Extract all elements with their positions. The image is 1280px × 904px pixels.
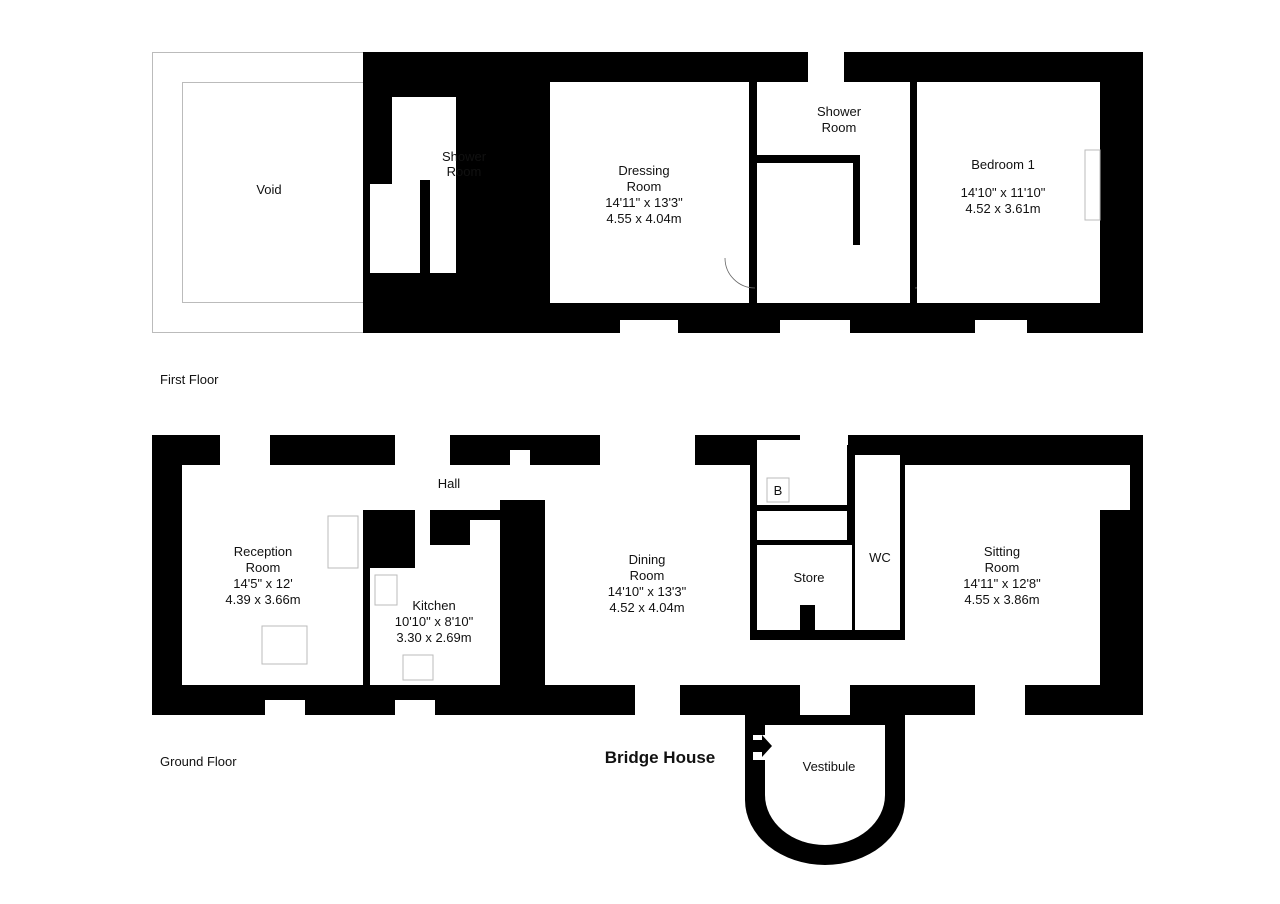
room-label-sitting-room: Sitting [984, 544, 1020, 559]
shower-stair-area [757, 82, 910, 303]
doorway [800, 435, 848, 445]
rug [261, 625, 308, 665]
vestibule-door [800, 685, 850, 715]
reception-room [182, 465, 363, 685]
room-label-dressing-room: Room [627, 179, 662, 194]
dressing-room [550, 82, 749, 303]
room-dimensions-metric: 4.55 x 4.04m [606, 211, 681, 226]
kitchen [370, 510, 500, 685]
property-title: Bridge House [605, 748, 716, 767]
pillar [800, 605, 815, 630]
window [510, 450, 530, 465]
shower-room-left [370, 97, 456, 273]
room-dimensions-metric: 4.52 x 4.04m [609, 600, 684, 615]
floor-label-ground-floor: Ground Floor [160, 754, 237, 769]
window [395, 700, 435, 715]
ground-floor-plan: Reception Room 14'5" x 12' 4.39 x 3.66m … [152, 435, 1143, 865]
window [265, 700, 305, 715]
boiler [766, 477, 790, 503]
front-door [635, 685, 680, 715]
room-label-shower-room: Room [447, 164, 482, 179]
room-label-bedroom-1: Bedroom 1 [971, 157, 1035, 172]
window [975, 320, 1027, 333]
chimney-breast [1100, 510, 1128, 650]
room-label-void: Void [256, 182, 281, 197]
first-floor-plan: Void Shower Room Dressing Room 14'11" x … [152, 52, 1143, 333]
room-label-dressing-room: Dressing [618, 163, 669, 178]
room-dimensions-metric: 4.52 x 3.61m [965, 201, 1040, 216]
inner-hall [715, 640, 930, 685]
hall-door [395, 435, 450, 465]
fireplace [1084, 149, 1101, 221]
hob [374, 574, 398, 606]
room-dimensions-imperial: 14'11" x 12'8" [963, 576, 1041, 591]
vestibule [765, 725, 885, 845]
room-dimensions-imperial: 14'10" x 11'10" [961, 185, 1046, 200]
room-label-shower-room: Shower [442, 149, 487, 164]
wc [855, 455, 900, 630]
partition-wall [755, 155, 855, 163]
chimney-breast [500, 500, 545, 640]
window [620, 320, 678, 333]
bedroom-1 [917, 82, 1100, 303]
boiler-cupboard [757, 440, 847, 540]
window [808, 52, 844, 82]
sink [402, 654, 434, 681]
room-label-reception-room: Room [246, 560, 281, 575]
room-dimensions-metric: 4.39 x 3.66m [225, 592, 300, 607]
sitting-room [905, 465, 1100, 685]
window [600, 435, 695, 465]
room-label-store: Store [793, 570, 824, 585]
room-label-kitchen: Kitchen [412, 598, 455, 613]
room-dimensions-imperial: 14'11" x 13'3" [605, 195, 683, 210]
partition-wall [853, 155, 860, 245]
entrance-arrow-icon [750, 735, 772, 757]
door [975, 685, 1025, 715]
partition-wall [420, 180, 430, 273]
room-label-reception-room: Reception [234, 544, 293, 559]
room-dimensions-metric: 3.30 x 2.69m [396, 630, 471, 645]
room-label-dining-room: Dining [629, 552, 666, 567]
room-label-boiler: B [774, 483, 783, 498]
stairs [327, 515, 359, 569]
room-label-vestibule: Vestibule [803, 759, 856, 774]
room-dimensions-imperial: 14'10" x 13'3" [608, 584, 687, 599]
partition-wall [757, 505, 847, 511]
window [780, 320, 850, 333]
floor-label-first-floor: First Floor [160, 372, 219, 387]
room-dimensions-imperial: 14'5" x 12' [233, 576, 292, 591]
room-dimensions-imperial: 10'10" x 8'10" [395, 614, 474, 629]
room-label-shower-room: Room [822, 120, 857, 135]
room-label-shower-room: Shower [817, 104, 862, 119]
room-label-sitting-room: Room [985, 560, 1020, 575]
window [1100, 465, 1130, 510]
room-label-wc: WC [869, 550, 891, 565]
window [220, 435, 270, 465]
room-dimensions-metric: 4.55 x 3.86m [964, 592, 1039, 607]
room-label-hall: Hall [438, 476, 461, 491]
room-label-dining-room: Room [630, 568, 665, 583]
understair-store [370, 520, 412, 562]
